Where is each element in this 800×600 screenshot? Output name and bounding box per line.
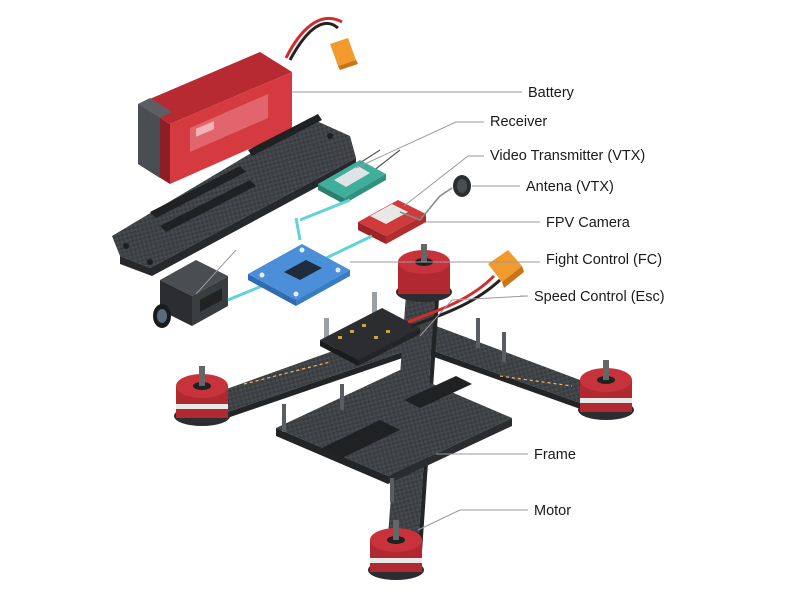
esc-board	[320, 292, 420, 366]
label-battery: Battery	[528, 85, 575, 101]
motor-direction-arrows	[243, 361, 573, 387]
receiver-board	[318, 149, 401, 204]
fpv-camera	[153, 260, 228, 328]
video-cables	[227, 198, 373, 302]
flight-controller-board	[248, 244, 350, 306]
label-fpv-camera: FPV Camera	[546, 215, 631, 231]
battery-xt60-connector	[330, 38, 358, 70]
vtx-board	[358, 200, 426, 244]
label-speed-control: Speed Control (Esc)	[534, 289, 665, 305]
motor-left	[174, 366, 230, 426]
label-antenna: Antena (VTX)	[526, 179, 614, 195]
battery-illustration	[138, 16, 358, 184]
motor-right	[578, 360, 634, 420]
leader-lines	[195, 91, 540, 531]
motor-back	[396, 244, 452, 302]
label-receiver: Receiver	[490, 114, 547, 130]
label-flight-control: Fight Control (FC)	[546, 252, 662, 268]
esc-power-wires	[407, 250, 524, 328]
label-motor: Motor	[534, 503, 571, 519]
vtx-antenna	[399, 175, 471, 221]
label-frame: Frame	[534, 447, 576, 463]
top-carbon-plate	[112, 114, 356, 276]
motor-front	[368, 520, 424, 580]
label-vtx: Video Transmitter (VTX)	[490, 148, 645, 164]
